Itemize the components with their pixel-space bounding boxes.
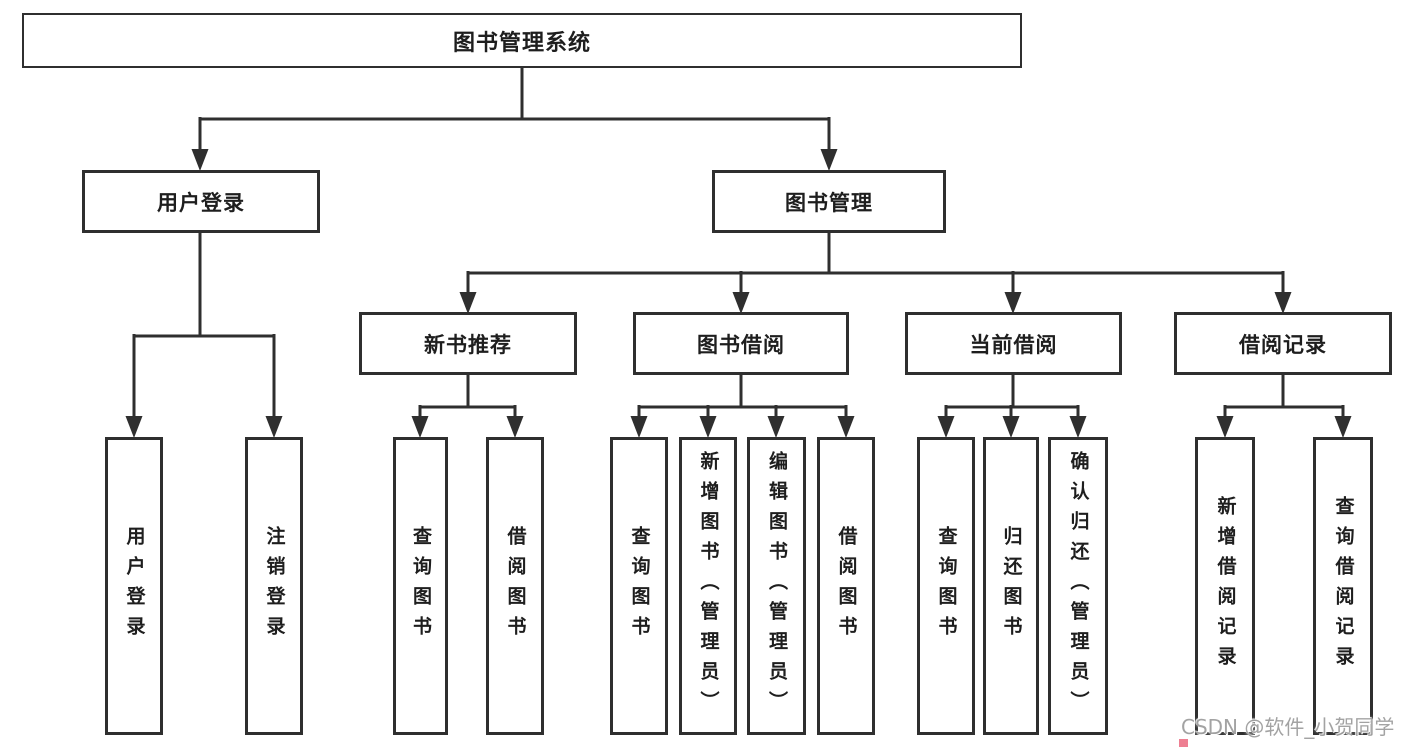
node-label: 新增图书（管理员） [697, 451, 720, 721]
node-label: 新书推荐 [424, 332, 512, 357]
node-label: 查询图书 [410, 526, 432, 646]
node-label: 借阅图书 [504, 526, 527, 646]
node-book-borrowing: 图书借阅 [633, 312, 849, 375]
node-label: 图书管理系统 [452, 30, 591, 56]
arrowhead [1069, 416, 1087, 438]
arrowhead [1334, 416, 1352, 438]
leaf-query-book: 查询图书 [393, 437, 448, 735]
node-library-management-system: 图书管理系统 [22, 13, 1022, 68]
arrowhead [630, 416, 648, 438]
arrowhead [820, 149, 838, 171]
node-label: 查询图书 [628, 526, 651, 646]
arrowhead [937, 416, 955, 438]
node-label: 编辑图书（管理员） [766, 451, 788, 721]
node-label: 查询图书 [935, 526, 958, 646]
arrowhead [1002, 416, 1020, 438]
node-label: 图书借阅 [697, 332, 785, 357]
leaf-query-borrow-record: 查询借阅记录 [1313, 437, 1373, 735]
leaf-query-book: 查询图书 [917, 437, 975, 735]
arrowhead [411, 416, 429, 438]
watermark-accent-mark [1179, 739, 1188, 747]
leaf-query-book: 查询图书 [610, 437, 668, 735]
node-label: 注销登录 [263, 526, 286, 646]
node-label: 查询借阅记录 [1332, 496, 1355, 676]
node-label: 用户登录 [157, 190, 245, 215]
node-new-book-recommend: 新书推荐 [359, 312, 577, 375]
arrowhead [459, 292, 477, 314]
arrowhead [699, 416, 717, 438]
node-label: 归还图书 [1000, 526, 1023, 646]
leaf-confirm-return-admin: 确认归还（管理员） [1048, 437, 1108, 735]
node-label: 借阅记录 [1239, 332, 1327, 357]
leaf-borrow-book: 借阅图书 [486, 437, 544, 735]
node-label: 当前借阅 [969, 332, 1058, 357]
leaf-return-book: 归还图书 [983, 437, 1039, 735]
node-current-borrowing: 当前借阅 [905, 312, 1122, 375]
node-book-management: 图书管理 [712, 170, 946, 233]
arrowhead [265, 416, 283, 438]
node-label: 新增借阅记录 [1214, 496, 1237, 676]
arrowhead [1216, 416, 1234, 438]
node-borrowing-records: 借阅记录 [1174, 312, 1392, 375]
node-label: 图书管理 [785, 190, 873, 215]
csdn-watermark: CSDN @软件_小贺同学 [1181, 715, 1395, 739]
arrowhead [837, 416, 855, 438]
node-label: 确认归还（管理员） [1067, 451, 1090, 721]
node-user-login: 用户登录 [82, 170, 320, 233]
arrowhead [1274, 292, 1292, 314]
leaf-add-book-admin: 新增图书（管理员） [679, 437, 737, 735]
leaf-edit-book-admin: 编辑图书（管理员） [747, 437, 806, 735]
arrowhead [767, 416, 785, 438]
arrowhead [191, 149, 209, 171]
leaf-logout: 注销登录 [245, 437, 303, 735]
arrowhead [506, 416, 524, 438]
arrowhead [125, 416, 143, 438]
leaf-add-borrow-record: 新增借阅记录 [1195, 437, 1255, 735]
arrowhead [1004, 292, 1022, 314]
node-label: 用户登录 [123, 526, 146, 646]
node-label: 借阅图书 [835, 526, 858, 646]
leaf-user-login: 用户登录 [105, 437, 163, 735]
arrowhead [732, 292, 750, 314]
leaf-borrow-book: 借阅图书 [817, 437, 875, 735]
